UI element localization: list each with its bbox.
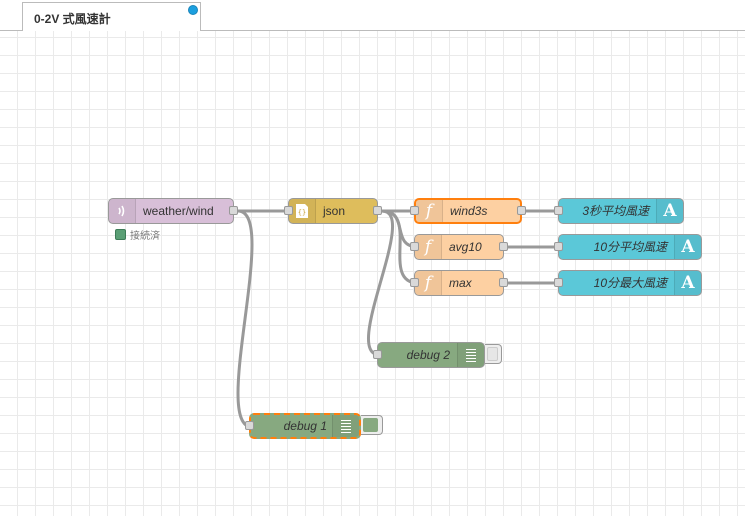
function-icon: f [416,200,443,222]
workspace-tabbar: 0-2V 式風速計 [0,0,745,31]
function-node-avg10[interactable]: f avg10 [410,234,508,260]
input-port[interactable] [284,206,293,215]
node-label: weather/wind [143,204,214,218]
input-port[interactable] [410,278,419,287]
debug-node-1[interactable]: debug 1 [245,413,361,439]
output-port[interactable] [517,206,526,215]
text-a-icon: A [674,235,701,259]
node-label: 10分最大風速 [593,276,667,290]
output-port[interactable] [229,206,238,215]
text-a-icon: A [656,199,683,223]
svg-text:{}: {} [298,209,306,217]
input-port[interactable] [373,350,382,359]
node-status: 接続済 [115,227,160,242]
node-label: 3秒平均風速 [582,204,649,218]
debug-1-toggle-button[interactable] [361,415,383,435]
debug-list-icon [457,343,484,367]
text-a-icon: A [674,271,701,295]
input-port[interactable] [410,242,419,251]
node-label: 10分平均風速 [593,240,667,254]
text-node-10min-avg[interactable]: 10分平均風速 A [554,234,702,260]
node-label: debug 1 [283,419,327,433]
node-label: json [323,204,346,218]
bridge-wireless-icon [109,199,136,223]
node-label: debug 2 [406,348,450,362]
input-port[interactable] [554,278,563,287]
node-label: avg10 [449,240,482,254]
json-node[interactable]: {} json [284,198,382,224]
debug-2-toggle-button[interactable] [485,344,502,364]
output-port[interactable] [499,278,508,287]
mqtt-in-node[interactable]: weather/wind [108,198,238,224]
function-icon: f [415,271,442,295]
json-braces-icon: {} [289,199,316,223]
function-icon: f [415,235,442,259]
status-text: 接続済 [130,231,160,242]
tab-label: 0-2V 式風速計 [34,12,111,26]
tab-flow[interactable]: 0-2V 式風速計 [22,2,201,31]
node-label: wind3s [450,204,488,218]
toggle-state [487,347,498,361]
output-port[interactable] [373,206,382,215]
function-node-max[interactable]: f max [410,270,508,296]
debug-list-icon [332,415,359,437]
input-port[interactable] [554,206,563,215]
node-label: max [449,276,472,290]
unsaved-changes-indicator [188,5,198,15]
status-connected-icon [115,229,126,240]
input-port[interactable] [245,421,254,430]
debug-node-2[interactable]: debug 2 [373,342,485,368]
text-node-3s-avg[interactable]: 3秒平均風速 A [554,198,684,224]
toggle-state [363,418,378,432]
input-port[interactable] [554,242,563,251]
input-port[interactable] [410,206,419,215]
output-port[interactable] [499,242,508,251]
function-node-wind3s[interactable]: f wind3s [410,198,526,224]
text-node-10min-max[interactable]: 10分最大風速 A [554,270,702,296]
